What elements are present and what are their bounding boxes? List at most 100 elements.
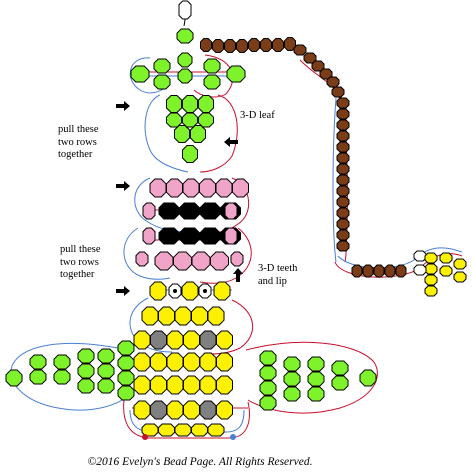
bead-pink xyxy=(154,251,174,271)
arrow-right xyxy=(116,181,130,191)
bead-yellow xyxy=(199,352,217,372)
thread-path-blue xyxy=(332,97,337,263)
bead-yellow xyxy=(150,375,167,395)
bead-pink xyxy=(210,251,229,271)
copyright-notice: ©2016 Evelyn's Bead Page. All Rights Res… xyxy=(87,456,313,468)
bead-brown xyxy=(293,44,307,56)
bead-green xyxy=(97,378,115,394)
bead-pink xyxy=(230,251,244,267)
bead-yellow xyxy=(199,375,217,395)
bead-green xyxy=(307,371,325,387)
bead-yellow xyxy=(424,285,438,297)
bead-green xyxy=(283,371,301,387)
bead-green xyxy=(307,356,325,372)
bead-pink xyxy=(224,227,238,245)
bead-brown xyxy=(336,108,350,120)
bead-dot xyxy=(203,289,207,293)
arrow-right xyxy=(116,286,130,296)
bead-green xyxy=(182,112,198,128)
bead-green xyxy=(97,363,115,379)
bead-black xyxy=(179,202,200,220)
bead-brown xyxy=(362,264,374,278)
arrows-layer xyxy=(116,101,243,296)
bead-brown xyxy=(272,38,284,52)
bead-white xyxy=(413,264,427,276)
bead-yellow xyxy=(191,306,208,326)
bead-brown xyxy=(336,196,350,208)
bead-green xyxy=(283,356,301,372)
bead-yellow xyxy=(439,252,453,264)
bead-yellow xyxy=(181,281,199,301)
bead-yellow xyxy=(207,423,225,437)
bead-green xyxy=(331,375,349,391)
bead-green xyxy=(198,112,214,128)
bead-gray xyxy=(150,330,167,350)
bead-pink xyxy=(142,227,156,245)
bead-yellow xyxy=(439,265,453,277)
bead-brown xyxy=(212,39,224,53)
bead-green xyxy=(5,369,23,387)
thread-path-blue xyxy=(123,227,171,280)
bead-green xyxy=(97,348,115,364)
beads-layer xyxy=(5,0,467,440)
bead-green xyxy=(166,95,182,113)
thread-path-red xyxy=(193,54,234,98)
arrow-up xyxy=(233,268,243,282)
bead-brown xyxy=(336,141,350,153)
bead-green xyxy=(259,395,277,411)
bead-green xyxy=(331,360,349,376)
bead-pink xyxy=(149,178,167,198)
bead-brown xyxy=(336,207,350,219)
bead-yellow xyxy=(183,330,200,350)
bead-green xyxy=(203,58,221,74)
thread-path-blue xyxy=(144,94,189,173)
arrow-left xyxy=(224,137,238,147)
bead-yellow xyxy=(183,352,200,372)
bead-yellow xyxy=(149,281,167,301)
bead-yellow xyxy=(141,423,159,437)
bead-yellow xyxy=(183,400,200,420)
bead-yellow xyxy=(207,306,225,326)
bead-green xyxy=(117,340,135,356)
bead-yellow xyxy=(166,352,184,372)
bead-pink xyxy=(135,251,149,267)
bead-brown xyxy=(336,163,350,175)
bead-yellow xyxy=(133,375,151,395)
bead-brown xyxy=(260,38,272,52)
bead-pink xyxy=(191,251,211,271)
bead-green xyxy=(259,350,277,366)
thread-path-blue xyxy=(337,247,463,269)
bead-green xyxy=(182,95,198,113)
bead-black xyxy=(179,227,200,245)
bead-pink xyxy=(224,202,238,220)
bead-yellow xyxy=(166,400,184,420)
bead-yellow xyxy=(453,271,467,283)
bead-green xyxy=(117,355,135,371)
bead-yellow xyxy=(158,423,175,437)
bead-green xyxy=(166,112,182,128)
bead-brown xyxy=(336,97,350,109)
bead-brown xyxy=(384,264,396,278)
bead-yellow xyxy=(424,274,438,286)
bead-brown xyxy=(200,38,212,52)
bead-pink xyxy=(199,178,216,198)
bead-green xyxy=(283,386,301,402)
bead-green xyxy=(176,28,194,44)
label-3d-teeth-lip: 3-D teeth and lip xyxy=(258,263,298,287)
bead-yellow xyxy=(183,375,200,395)
bead-green xyxy=(77,363,95,379)
bead-green xyxy=(153,58,171,74)
bead-yellow xyxy=(453,258,467,270)
bead-brown xyxy=(373,264,385,278)
bead-brown xyxy=(336,130,350,142)
bead-yellow xyxy=(216,352,233,372)
bead-green xyxy=(29,354,47,370)
bead-yellow xyxy=(216,400,233,420)
bead-yellow xyxy=(133,330,151,350)
bead-yellow xyxy=(424,252,438,264)
bead-yellow xyxy=(166,375,184,395)
bead-green xyxy=(203,74,221,90)
bead-green xyxy=(307,386,325,402)
bead-brown xyxy=(284,37,296,51)
